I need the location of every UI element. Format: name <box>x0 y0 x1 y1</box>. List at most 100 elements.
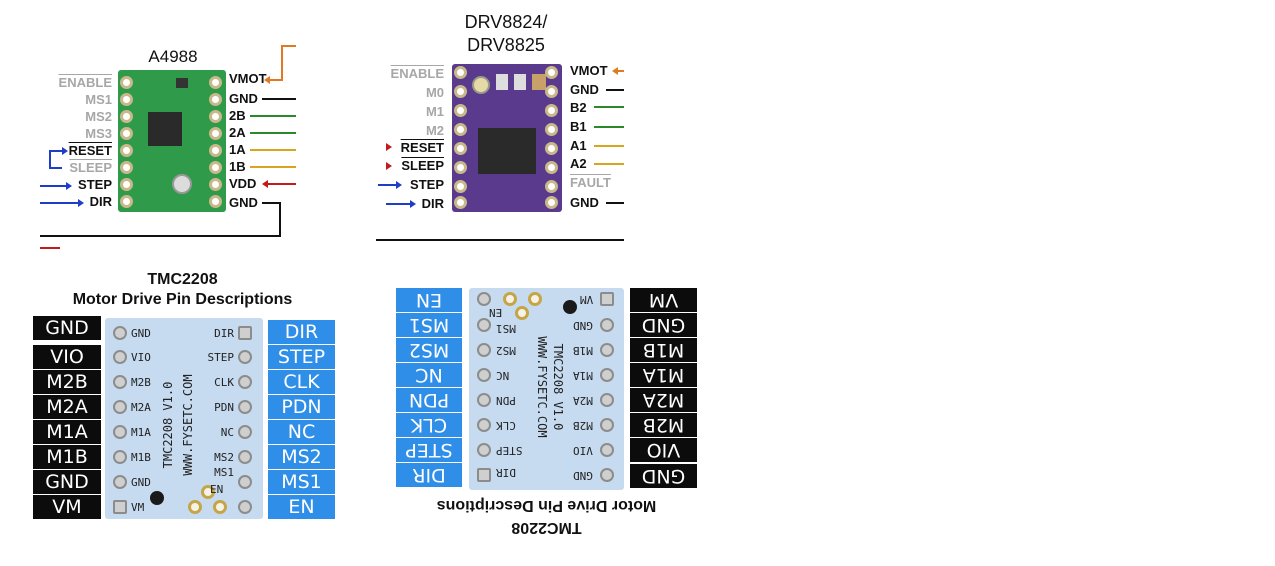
tmc-right-silk-label: NC <box>496 369 510 382</box>
tmc-left-block: M2B <box>33 370 101 394</box>
a4988-board-image <box>118 70 226 212</box>
tmc-left-silk-label: GND <box>131 476 151 489</box>
tmc-left-block: GND <box>33 470 101 494</box>
drv-pin-label: DIR <box>421 196 444 211</box>
tmc-right-block: STEP <box>396 438 462 462</box>
tmc-left-block: PDN <box>268 395 335 419</box>
tmc-right-block: MS2 <box>396 338 462 362</box>
tmc-right-pin-hole <box>600 368 614 382</box>
a4988-pin-hole <box>209 110 222 123</box>
tmc-left-block: MS2 <box>268 445 335 469</box>
tmc-right-block: M1B <box>630 338 697 362</box>
tmc-left-silk-url: WWW.FYSETC.COM <box>181 374 195 476</box>
tmc-left-silk-label: M1A <box>131 426 151 439</box>
a4988-pin-hole <box>209 127 222 140</box>
tmc-left-silk-label: CLK <box>214 376 234 389</box>
drv-pin-label: A1 <box>570 138 587 153</box>
tmc-left-pin-hole <box>238 450 252 464</box>
tmc-left-block: MS1 <box>268 470 335 494</box>
a4988-pin-hole <box>209 161 222 174</box>
tmc-right-block: NC <box>396 363 462 387</box>
tmc-left-block: VIO <box>33 345 101 369</box>
drv-pin-hole <box>454 196 467 209</box>
drv-pin-label: M0 <box>425 85 444 100</box>
a4988-pin-hole <box>209 93 222 106</box>
a4988-pin-label: MS2 <box>85 109 112 124</box>
tmc-right-pin-hole <box>477 468 491 482</box>
tmc-left-title-line1: TMC2208 <box>147 271 218 288</box>
drv-pin-hole <box>545 196 558 209</box>
tmc-right-pin-hole <box>477 318 491 332</box>
tmc-left-pin-hole <box>113 475 127 489</box>
tmc-left-pin-hole <box>238 500 252 514</box>
drv-pin-label: ENABLE <box>390 66 444 81</box>
drv-pin-hole <box>454 123 467 136</box>
tmc-left-silk-label: PDN <box>214 401 234 414</box>
tmc-left-block: DIR <box>268 320 335 344</box>
tmc-right-block: M2A <box>630 388 697 412</box>
drv-pin-label: M2 <box>425 123 444 138</box>
a4988-pin-label: RESET <box>68 143 112 158</box>
tmc-left-silk-label: M2A <box>131 401 151 414</box>
tmc-right-silk-label: M1B <box>573 344 593 357</box>
tmc-left-pin-hole <box>113 350 127 364</box>
drv-board-image <box>452 64 562 212</box>
drv-pin-label: GND <box>570 195 599 210</box>
drv-pin-hole <box>454 66 467 79</box>
drv-pin-hole <box>454 142 467 155</box>
tmc-right-pin-hole <box>600 292 614 306</box>
tmc-right-silk-label: MS1 <box>496 322 516 335</box>
tmc-right-silk-label: CLK <box>496 419 516 432</box>
drv-resistor <box>514 74 526 90</box>
drv-chip <box>478 128 536 174</box>
tmc-left-pin-hole <box>113 425 127 439</box>
a4988-pin-hole <box>120 195 133 208</box>
tmc-right-pin-hole <box>477 393 491 407</box>
tmc-left-silk-label: EN <box>210 483 224 496</box>
tmc-left-silk-label: VM <box>131 501 145 514</box>
drv-pin-hole <box>454 85 467 98</box>
tmc-right-title-line1: TMC2208 <box>511 519 582 536</box>
tmc-left-pin-hole <box>238 425 252 439</box>
tmc-right-block: VM <box>630 288 697 312</box>
tmc-left-silk-label: MS1 <box>214 466 234 479</box>
tmc-left-silk-label: GND <box>131 327 151 340</box>
a4988-small-component <box>176 78 188 88</box>
a4988-pin-label: SLEEP <box>69 160 112 175</box>
tmc-right-silk-url: WWW.FYSETC.COM <box>535 336 549 438</box>
drv-title-line2: DRV8825 <box>467 35 545 55</box>
tmc-right-silk-label: M1A <box>573 369 593 382</box>
tmc-left-config-pad <box>201 485 215 499</box>
tmc-left-silk-label: NC <box>220 426 234 439</box>
tmc-right-block: CLK <box>396 413 462 437</box>
a4988-pin-hole <box>120 93 133 106</box>
a4988-pin-hole <box>120 161 133 174</box>
a4988-pin-label: VMOT <box>229 71 267 86</box>
a4988-pin-hole <box>120 127 133 140</box>
drv-pin-hole <box>545 85 558 98</box>
tmc-left-silk-label: M1B <box>131 451 151 464</box>
tmc-left-block: NC <box>268 420 335 444</box>
tmc-left-board-image <box>105 318 263 519</box>
a4988-pin-label: GND <box>229 91 258 106</box>
drv-pin-label: FAULT <box>570 175 611 190</box>
tmc-left-block: M1B <box>33 445 101 469</box>
tmc-right-block: M1A <box>630 363 697 387</box>
tmc-right-silk-label: STEP <box>496 444 523 457</box>
drv-pin-hole <box>454 180 467 193</box>
tmc-left-pin-hole <box>113 450 127 464</box>
tmc-right-pin-hole <box>600 318 614 332</box>
a4988-pin-label: MS1 <box>85 92 112 107</box>
tmc-right-block: GND <box>630 313 697 337</box>
a4988-pin-hole <box>120 110 133 123</box>
tmc-left-pin-hole <box>113 326 127 340</box>
tmc-right-block: VIO <box>630 438 697 462</box>
drv-pin-label: M1 <box>425 104 444 119</box>
drv-pin-hole <box>545 142 558 155</box>
tmc-left-silk-label: DIR <box>214 327 234 340</box>
tmc-right-silk-label: MS2 <box>496 344 516 357</box>
tmc-right-config-pad <box>515 306 529 320</box>
drv-pin-hole <box>454 161 467 174</box>
tmc-right-block: MS1 <box>396 313 462 337</box>
drv-wires <box>376 67 624 241</box>
